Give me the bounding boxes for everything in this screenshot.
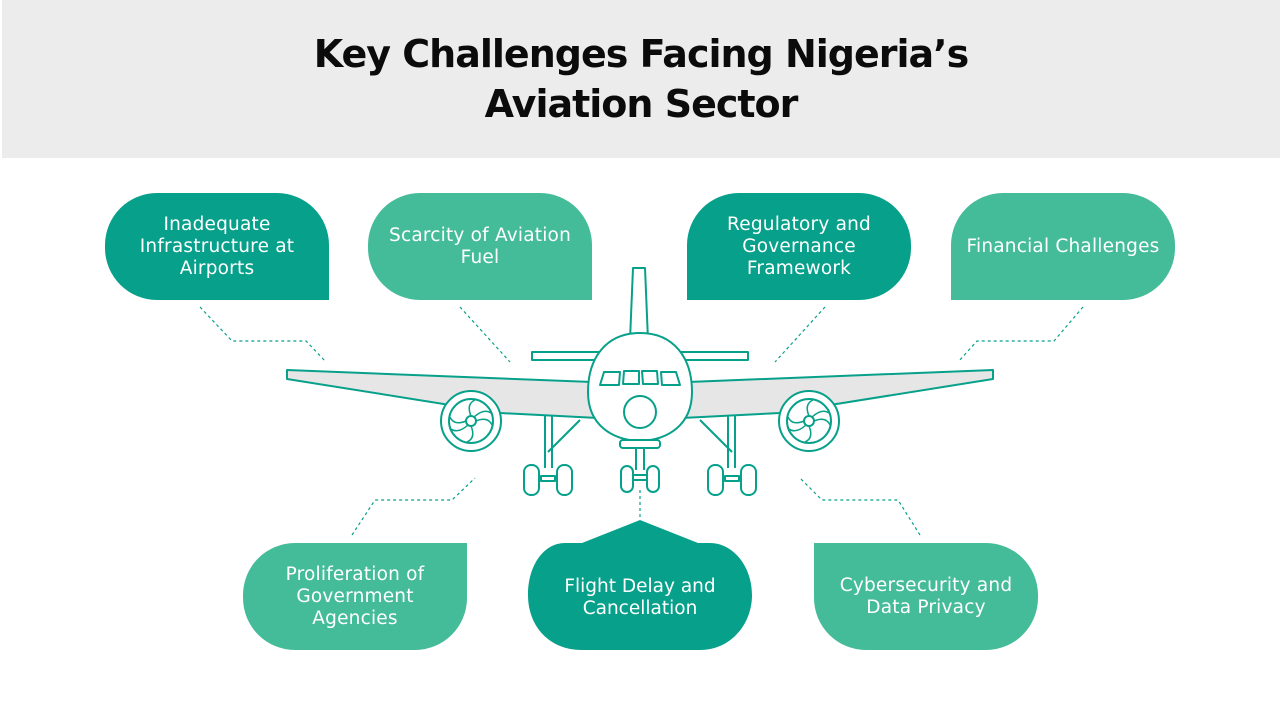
challenge-inadequate-infrastructure: Inadequate Infrastructure at Airports <box>105 193 329 300</box>
connector-agencies <box>351 477 476 536</box>
page-title: Key Challenges Facing Nigeria’s Aviation… <box>313 32 970 126</box>
connector-cybersecurity <box>799 477 921 536</box>
title-banner: Key Challenges Facing Nigeria’s Aviation… <box>2 0 1280 158</box>
challenge-cybersecurity: Cybersecurity and Data Privacy <box>814 543 1038 650</box>
challenge-label: Flight Delay and Cancellation <box>564 576 716 619</box>
connector-infrastructure <box>199 306 327 363</box>
challenge-label: Regulatory and Governance Framework <box>727 213 871 279</box>
challenge-label: Inadequate Infrastructure at Airports <box>139 213 295 279</box>
challenge-fuel-scarcity: Scarcity of Aviation Fuel <box>368 193 592 300</box>
connector-financial <box>957 306 1084 363</box>
challenge-label: Financial Challenges <box>966 235 1160 257</box>
connector-regulatory <box>774 306 826 363</box>
challenge-label: Cybersecurity and Data Privacy <box>839 574 1013 618</box>
flight-delay-cloud-shape <box>528 520 752 650</box>
connector-lines <box>199 306 1084 536</box>
airplane-front-view-icon <box>286 267 994 496</box>
challenge-government-agencies: Proliferation of Government Agencies <box>243 543 467 650</box>
challenge-label: Scarcity of Aviation Fuel <box>389 224 571 268</box>
challenge-financial: Financial Challenges <box>951 193 1175 300</box>
challenge-regulatory-framework: Regulatory and Governance Framework <box>687 193 911 300</box>
challenge-label: Proliferation of Government Agencies <box>285 563 425 629</box>
challenge-flight-delay: Flight Delay and Cancellation <box>528 562 752 634</box>
connector-fuel <box>459 306 511 363</box>
